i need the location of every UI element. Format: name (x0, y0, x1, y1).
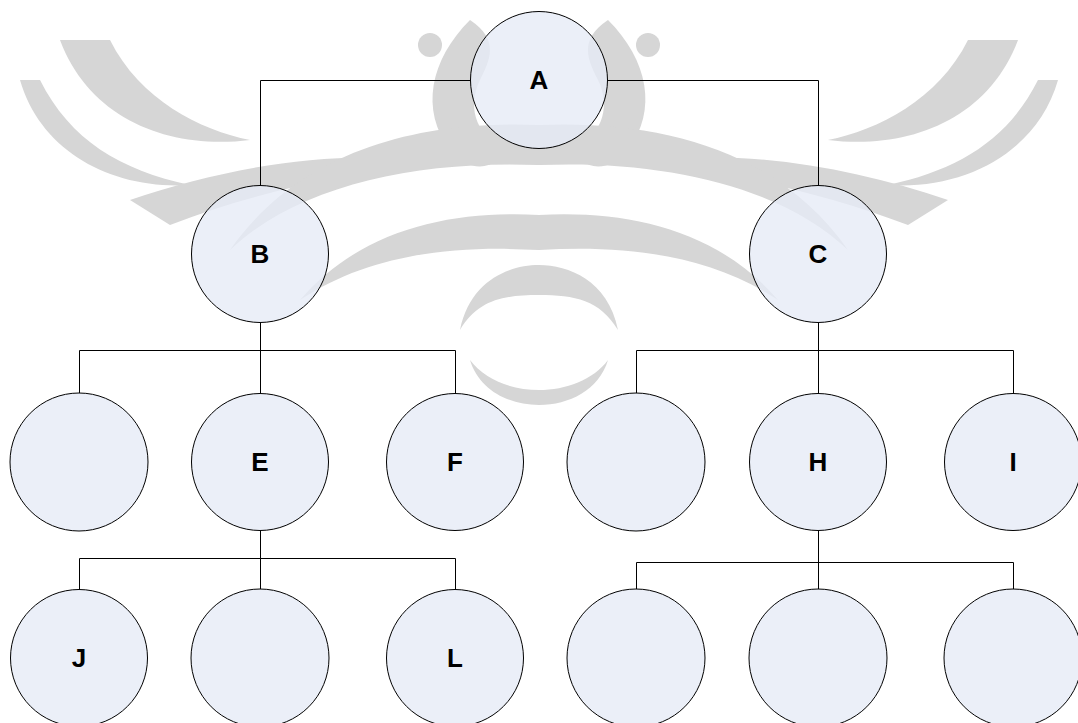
node-label: I (1009, 447, 1016, 478)
empty-circle (10, 393, 1078, 723)
node-label: J (72, 643, 86, 674)
empty-circle (567, 393, 705, 531)
node-label: C (809, 239, 828, 270)
tree-node-circle: F (386, 393, 524, 531)
node-label: A (530, 65, 549, 96)
empty-circle (567, 589, 705, 723)
tree-connector (261, 81, 471, 186)
tree-node-circle: E (191, 393, 329, 531)
connector-line (80, 351, 261, 394)
circle-outline (387, 590, 524, 723)
node-label: L (447, 643, 463, 674)
circle-outline (192, 186, 329, 323)
tree-connector (261, 531, 456, 589)
circle-outline (471, 12, 608, 149)
tree-node-circle: A (470, 11, 608, 149)
tree-node-circle: I (944, 393, 1078, 531)
empty-circle (191, 589, 329, 723)
tree-connector (80, 531, 261, 589)
circle-outline (750, 394, 887, 531)
circle-outline (387, 394, 524, 531)
watermark-logo (20, 20, 1058, 405)
connector-line (818, 563, 819, 590)
tree-node-circle: J (10, 589, 148, 723)
tree-connector (608, 81, 819, 186)
connector-line (818, 531, 819, 563)
tree-node-circle: C (749, 185, 887, 323)
tree-node-circle: B (191, 185, 329, 323)
node-label: B (251, 239, 270, 270)
connector-line (260, 559, 261, 590)
circle-outline (192, 394, 329, 531)
circle-outline (945, 394, 1078, 531)
connector-line (637, 351, 819, 394)
tree-connector (819, 323, 1014, 393)
tree-node-circle: H (749, 393, 887, 531)
node-label: F (447, 447, 463, 478)
empty-circle (944, 589, 1078, 723)
circle-outline (11, 590, 148, 723)
connector-line (637, 563, 1014, 590)
node-label: H (809, 447, 828, 478)
tree-node-circle: L (386, 589, 524, 723)
node-label: E (251, 447, 268, 478)
circle-outline (750, 186, 887, 323)
tree-connector (261, 323, 456, 393)
connector-line (80, 351, 1014, 590)
empty-circle (10, 393, 148, 531)
empty-circle (749, 589, 887, 723)
